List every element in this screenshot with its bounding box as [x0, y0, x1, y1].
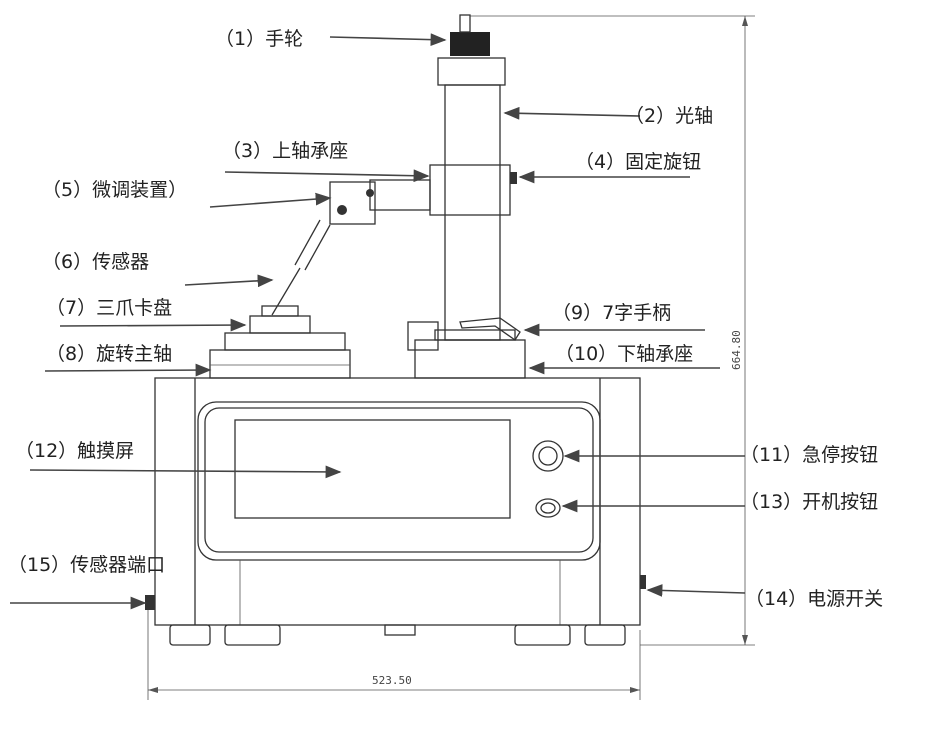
- label-fine-adjust: （5）微调装置）: [42, 179, 188, 201]
- sensor-port: [145, 595, 155, 610]
- label-three-jaw-chuck: （7）三爪卡盘: [46, 297, 173, 319]
- callout-arrows: [10, 33, 746, 610]
- power-switch: [640, 575, 646, 589]
- label-sensor-port: （15）传感器端口: [8, 554, 166, 576]
- label-sensor: （6）传感器: [42, 251, 150, 273]
- label-fixing-knob: （4）固定旋钮: [575, 151, 702, 173]
- emergency-stop-button: [532, 440, 564, 472]
- label-handwheel: （1）手轮: [215, 28, 304, 50]
- label-touch-screen: （12）触摸屏: [15, 440, 135, 462]
- seven-handle: [459, 317, 521, 341]
- base-cabinet: [145, 377, 646, 646]
- label-lower-bearing: （10）下轴承座: [555, 343, 694, 365]
- width-dimension: 523.50: [147, 610, 641, 700]
- height-dimension-text: 664.80: [730, 330, 743, 370]
- label-seven-handle: （9）7字手柄: [552, 302, 672, 324]
- label-emergency-stop: （11）急停按钮: [740, 444, 879, 466]
- label-optical-axis: （2）光轴: [625, 105, 714, 127]
- label-power-button: （13）开机按钮: [740, 491, 879, 513]
- spindle-assembly: [209, 305, 351, 379]
- width-dimension-text: 523.50: [372, 674, 412, 687]
- touch-screen: [234, 419, 511, 519]
- column-assembly: [271, 14, 526, 379]
- power-on-button: [535, 498, 561, 518]
- label-rotary-spindle: （8）旋转主轴: [46, 343, 173, 365]
- label-power-switch: （14）电源开关: [745, 588, 884, 610]
- height-dimension: 664.80: [470, 15, 755, 646]
- label-upper-bearing: （3）上轴承座: [222, 140, 349, 162]
